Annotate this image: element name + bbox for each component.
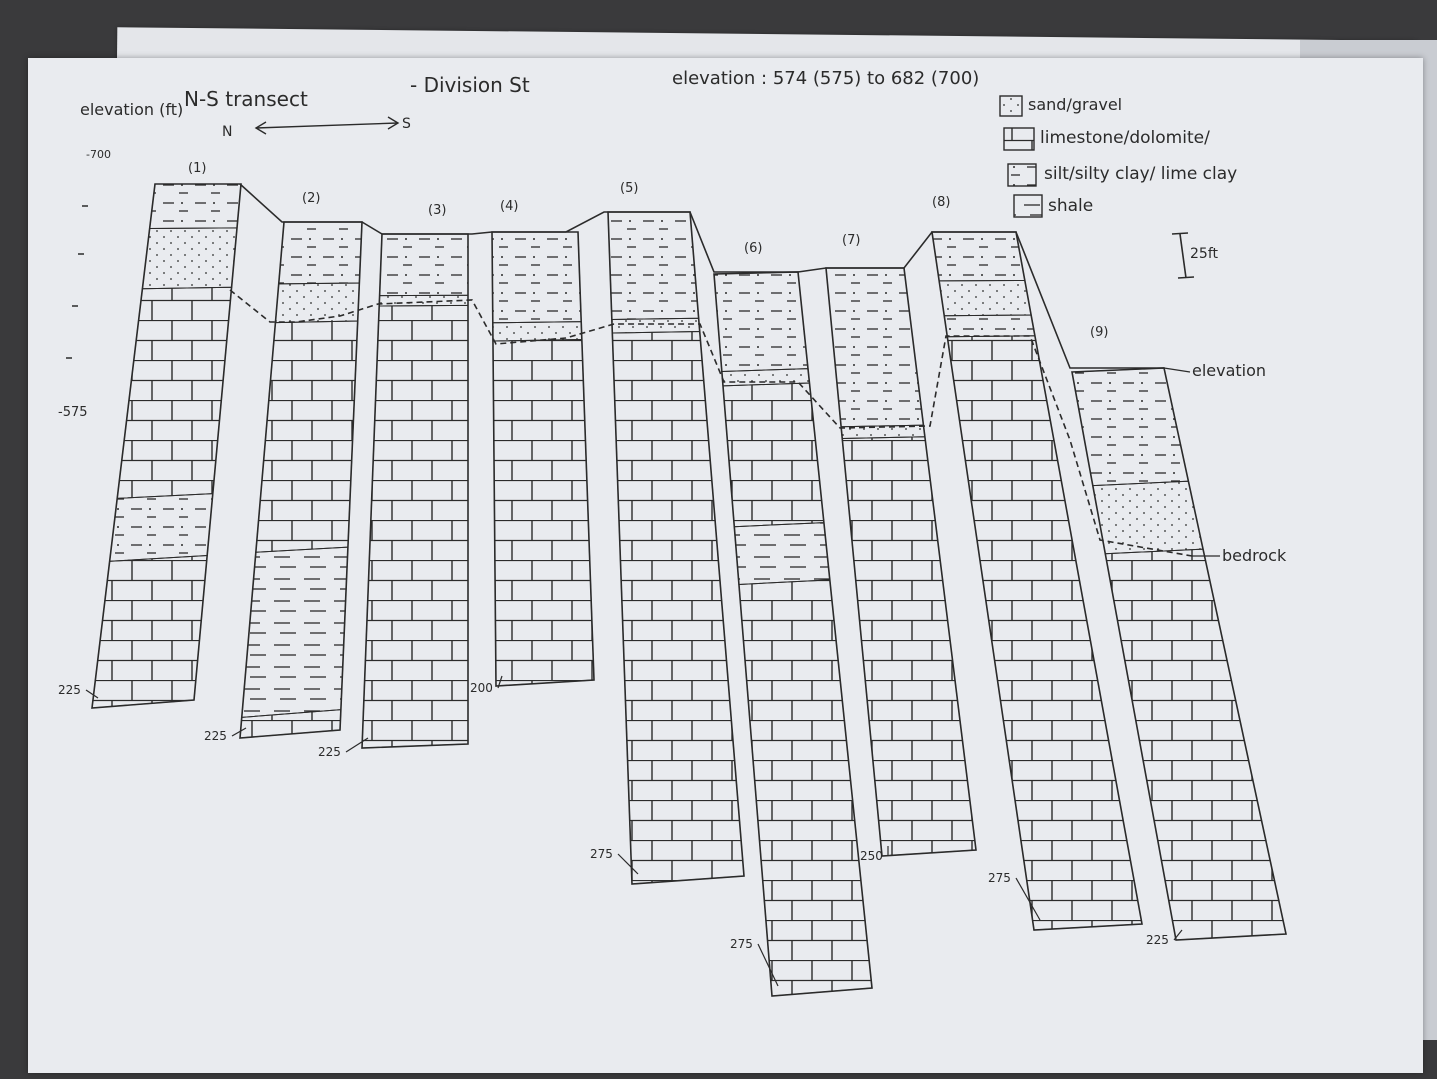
legend-label-sand: sand/gravel	[1028, 95, 1122, 114]
depth-tick	[757, 943, 779, 987]
column-depth-label: 225	[318, 745, 341, 759]
layer-dash	[607, 211, 700, 321]
layer-brick	[611, 331, 745, 885]
layer-dots	[938, 279, 1032, 317]
column-label: (3)	[428, 203, 446, 218]
elevation-surface-line	[239, 183, 1164, 369]
legend-swatch-limestone	[1003, 127, 1035, 151]
legend-swatch-silt	[1007, 163, 1037, 187]
axis-label: elevation (ft)	[80, 100, 183, 119]
column-depth-label: 275	[988, 871, 1011, 885]
column-5: (5) 275	[590, 181, 745, 885]
elevation-range: elevation : 574 (575) to 682 (700)	[672, 68, 979, 89]
layer-brick	[91, 554, 208, 709]
layer-dash	[825, 267, 925, 428]
depth-tick	[1173, 929, 1183, 941]
direction-arrow	[255, 122, 399, 129]
layer-dash	[379, 233, 469, 297]
layer-dots	[274, 282, 360, 324]
direction-n: N	[222, 124, 232, 140]
layer-dots	[378, 294, 469, 307]
legend-label-shale: shale	[1048, 196, 1093, 216]
layer-brick	[116, 286, 233, 499]
layer-dash	[943, 314, 1036, 338]
layer-dash	[931, 231, 1026, 282]
elevation-pointer	[1163, 367, 1191, 373]
transect-title: N-S transect	[184, 87, 308, 111]
layer-dash	[109, 493, 214, 562]
column-2: (2) 225	[204, 191, 363, 743]
stratigraphic-columns: (1) 225 (2) 225 (3) 225 (4) 200 (5) 275 (6) 275 (7) 2…	[58, 161, 1287, 997]
annotation-elevation: elevation	[1192, 361, 1266, 380]
legend: sand/gravel limestone/dolomite/ silt/sil…	[999, 95, 1237, 218]
column-depth-label: 275	[730, 937, 753, 951]
scale-bar-label: 25ft	[1190, 246, 1218, 262]
legend-label-limestone: limestone/dolomite/	[1040, 128, 1210, 148]
layer-dash	[713, 271, 809, 372]
annotation-bedrock: bedrock	[1222, 546, 1287, 565]
arrow-head-n-icon	[254, 121, 267, 135]
layer-brick	[361, 304, 469, 749]
layer-dash	[491, 231, 582, 324]
column-depth-label: 225	[1146, 933, 1169, 947]
column-label: (8)	[932, 195, 950, 210]
column-4: (4) 200	[470, 199, 595, 695]
legend-swatch-sand	[999, 95, 1023, 117]
column-outline	[1071, 367, 1287, 941]
layer-dots	[141, 227, 238, 290]
column-label: (5)	[620, 181, 638, 196]
legend-label-silt: silt/silty clay/ lime clay	[1044, 164, 1237, 184]
column-label: (2)	[302, 191, 320, 206]
layer-brick	[722, 382, 825, 528]
legend-swatch-shale	[1013, 194, 1043, 218]
direction-s: S	[402, 116, 411, 132]
layer-dash	[278, 221, 363, 285]
column-label: (6)	[744, 241, 762, 256]
column-depth-label: 200	[470, 681, 493, 695]
layer-dots	[492, 321, 583, 342]
layer-brick	[255, 320, 359, 553]
layer-brick	[492, 339, 595, 687]
column-outline	[91, 183, 242, 709]
scale-bar: 25ft	[1171, 232, 1218, 279]
column-9: (9) 225	[1071, 325, 1287, 947]
depth-tick	[1015, 877, 1041, 921]
layer-dash	[149, 183, 242, 230]
depth-tick	[231, 727, 247, 737]
column-depth-label: 275	[590, 847, 613, 861]
location-label: - Division St	[410, 73, 530, 97]
layer-shale	[733, 522, 831, 585]
column-label: (1)	[188, 161, 206, 176]
axis-tick-575: -575	[58, 405, 88, 420]
bedrock-dashed-line	[229, 289, 1193, 557]
layer-dots	[1092, 480, 1204, 555]
axis-tick-700: -700	[86, 148, 111, 161]
depth-tick	[497, 675, 503, 689]
column-depth-label: 250	[860, 849, 883, 863]
column-label: (4)	[500, 199, 518, 214]
column-depth-label: 225	[58, 683, 81, 697]
depth-tick	[345, 737, 369, 753]
column-1: (1) 225	[58, 161, 242, 709]
column-depth-label: 225	[204, 729, 227, 743]
layer-shale	[241, 546, 349, 718]
depth-tick	[85, 689, 99, 699]
column-label: (9)	[1090, 325, 1108, 340]
column-label: (7)	[842, 233, 860, 248]
layer-dots	[611, 317, 701, 334]
depth-tick	[617, 853, 639, 875]
arrow-head-s-icon	[387, 116, 400, 130]
